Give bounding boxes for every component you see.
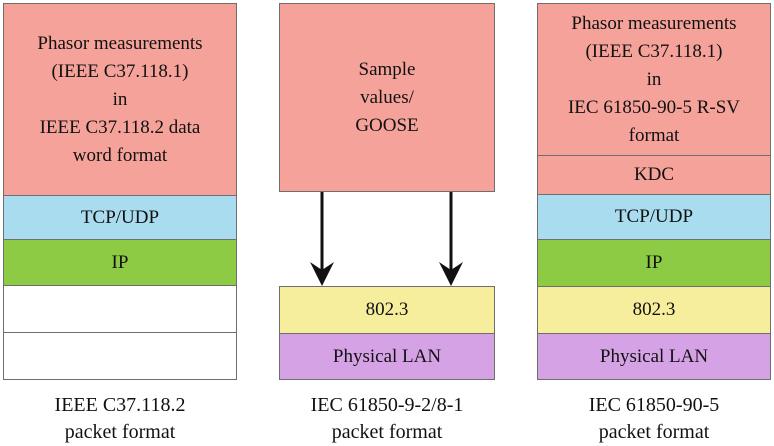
right-caption: IEC 61850-90-5 packet format xyxy=(534,392,774,446)
left-caption-line: packet format xyxy=(64,421,176,443)
right-transport-layer: TCP/UDP xyxy=(537,194,771,240)
right-physical-layer: Physical LAN xyxy=(537,333,771,380)
right-network-label: IP xyxy=(645,252,663,273)
left-arrowhead xyxy=(310,262,334,286)
right-security-layer: KDC xyxy=(537,155,771,195)
right-transport-label: TCP/UDP xyxy=(614,206,694,227)
middle-physical-label: Physical LAN xyxy=(332,345,442,367)
left-payload-line: (IEEE C37.118.1) xyxy=(51,60,189,82)
right-caption-line: packet format xyxy=(598,421,710,443)
middle-link-layer: 802.3 xyxy=(279,286,495,334)
left-caption: IEEE C37.118.2 packet format xyxy=(0,392,240,446)
right-payload-line: (IEEE C37.118.1) xyxy=(585,40,723,62)
left-payload-line: Phasor measurements xyxy=(37,32,203,54)
right-payload-line: IEC 61850-90-5 R-SV xyxy=(567,96,741,118)
left-network-layer: IP xyxy=(3,239,237,286)
left-payload-box: Phasor measurements (IEEE C37.118.1) in … xyxy=(3,3,237,196)
right-payload-line: format xyxy=(628,124,680,146)
middle-physical-layer: Physical LAN xyxy=(279,333,495,380)
middle-link-label: 802.3 xyxy=(365,299,409,320)
middle-payload-line: Sample xyxy=(358,58,416,80)
right-arrowhead xyxy=(439,262,463,286)
right-payload-line: in xyxy=(646,68,662,90)
middle-caption-line: IEC 61850-9-2/8-1 xyxy=(310,394,464,416)
left-transport-label: TCP/UDP xyxy=(80,206,160,228)
right-link-label: 802.3 xyxy=(632,299,676,320)
middle-caption-line: packet format xyxy=(331,421,443,443)
right-payload-box: Phasor measurements (IEEE C37.118.1) in … xyxy=(537,3,771,156)
left-network-label: IP xyxy=(111,251,129,273)
right-caption-line: IEC 61850-90-5 xyxy=(588,394,720,416)
right-link-layer: 802.3 xyxy=(537,286,771,334)
right-payload-line: Phasor measurements xyxy=(571,12,737,34)
right-physical-label: Physical LAN xyxy=(599,345,709,367)
left-payload-line: word format xyxy=(72,144,168,166)
left-caption-line: IEEE C37.118.2 xyxy=(54,394,186,416)
left-payload-line: in xyxy=(112,88,128,110)
left-empty-layer-2 xyxy=(3,332,237,380)
right-security-label: KDC xyxy=(633,164,675,185)
middle-caption: IEC 61850-9-2/8-1 packet format xyxy=(262,392,512,446)
middle-payload-line: GOOSE xyxy=(355,114,419,136)
left-payload-line: IEEE C37.118.2 data xyxy=(39,116,201,138)
middle-payload-line: values/ xyxy=(360,86,414,108)
right-network-layer: IP xyxy=(537,239,771,287)
middle-payload-box: Sample values/ GOOSE xyxy=(279,3,495,192)
left-empty-layer-1 xyxy=(3,285,237,333)
